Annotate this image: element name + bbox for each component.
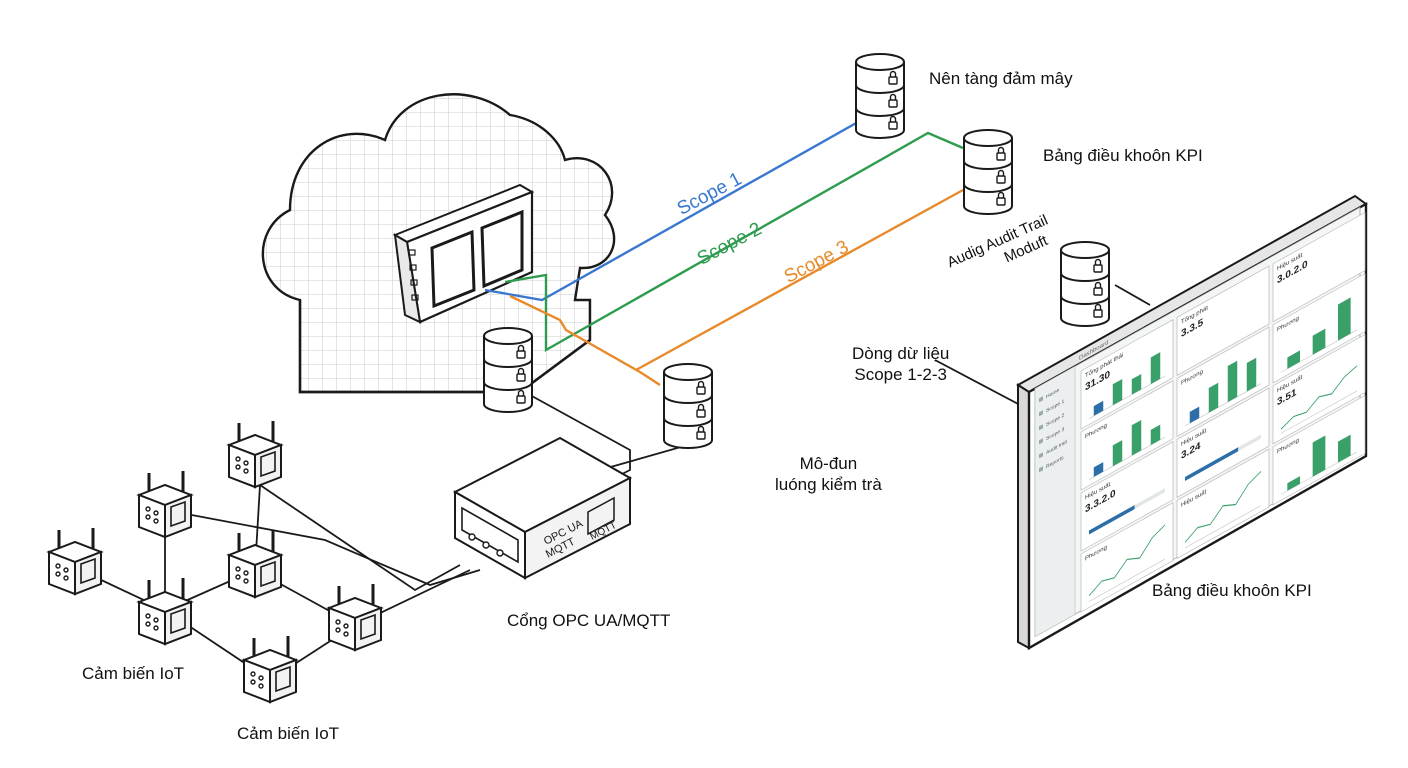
kpi-card-frame [1080,380,1174,491]
kpi-card-frame [1272,333,1366,445]
sidebar-dot[interactable] [1039,452,1043,459]
kpi-card-frame [1176,326,1270,437]
chart-bar [1227,360,1238,403]
sidebar-dot[interactable] [1039,466,1043,473]
chart-axis [1185,505,1261,549]
sidebar-dot[interactable] [1039,410,1043,417]
kpi-card: Phương [1272,394,1366,506]
cloud-platform-db [855,53,905,139]
kpi-dashboard-bottom-label: Bảng điều khoôn KPI [1152,581,1312,600]
chart-bar [1287,350,1301,369]
kpi-card-frame [1080,502,1174,613]
sidebar-dot[interactable] [1039,424,1043,431]
audit-flow-label-1: Mô-đun [799,454,858,473]
chart-bar [1093,462,1104,477]
kpi-card: Hiệu suất [1176,448,1270,559]
kpi-card-frame [1176,265,1270,376]
chart-bar [1208,382,1219,413]
edge-db-right [663,363,713,449]
kpi-card-frame [1272,211,1366,323]
audit-flow-label: Mô-đun luóng kiểm trà [775,453,882,495]
chart-bar [1312,328,1326,355]
kpi-card-frame [1080,319,1174,430]
audit-trail-db [1060,241,1110,327]
chart-bar [1112,378,1123,406]
gateway-device: OPC UA MQTT MQTT [452,436,633,580]
kpi-card: Phương [1080,502,1174,613]
scope1-line [484,120,859,302]
chart-bar [1131,373,1142,395]
chart-axis [1281,390,1357,434]
iot-sensor-bottom-label: Cảm biến IoT [237,724,340,743]
chart-bar [1312,435,1326,477]
iot-sensor-2 [137,469,193,539]
iot-sensor-6 [327,582,383,652]
audit-flow-label-2: luóng kiểm trà [775,475,882,494]
scope-lines [484,120,964,387]
sidebar-dot[interactable] [1039,396,1043,403]
kpi-card: Phương [1080,380,1174,491]
kpi-dashboard-top-label: Bảng điều khoôn KPI [1043,146,1203,165]
kpi-card: Phương [1176,326,1270,437]
chart-bar [1338,297,1351,341]
data-stream-label-1: Dòng dừ liệu [852,344,950,363]
scope3-line-upper [635,188,964,372]
iot-sensor-left-label: Cảm biến IoT [82,664,185,683]
progress-fill [1185,447,1239,481]
chart-bar [1150,352,1161,385]
cloud-platform-label: Nên tàng đảm mây [929,69,1073,88]
chart-bar [1150,424,1161,446]
scope3-line [509,294,661,387]
iot-sensor-1 [227,419,283,489]
iot-sensor-7 [242,634,298,704]
chart-bar [1246,357,1257,392]
data-stream-label-2: Scope 1-2-3 [854,365,947,384]
iot-sensor-3 [47,526,103,596]
chart-axis [1089,558,1165,602]
chart-line [1280,365,1358,430]
kpi-card-frame [1176,448,1270,559]
chart-line [1184,470,1262,543]
chart-bar [1093,400,1104,416]
progress-fill [1089,505,1135,535]
gateway-label: Cổng OPC UA/MQTT [507,611,671,630]
chart-bar [1338,434,1351,463]
kpi-card: Phương [1272,272,1366,384]
scope2-line [504,131,964,353]
edge-db-left [483,327,533,413]
data-stream-label: Dòng dừ liệu Scope 1-2-3 [852,343,949,385]
chart-bar [1131,419,1142,456]
chart-bar [1189,406,1200,424]
sidebar-dot[interactable] [1039,438,1043,445]
chart-line [1088,524,1166,597]
kpi-dashboard-db [963,129,1013,215]
iot-sensor-4 [227,529,283,599]
chart-bar [1112,440,1123,467]
chart-bar [1287,476,1301,491]
cloud-server-rack [392,183,535,324]
